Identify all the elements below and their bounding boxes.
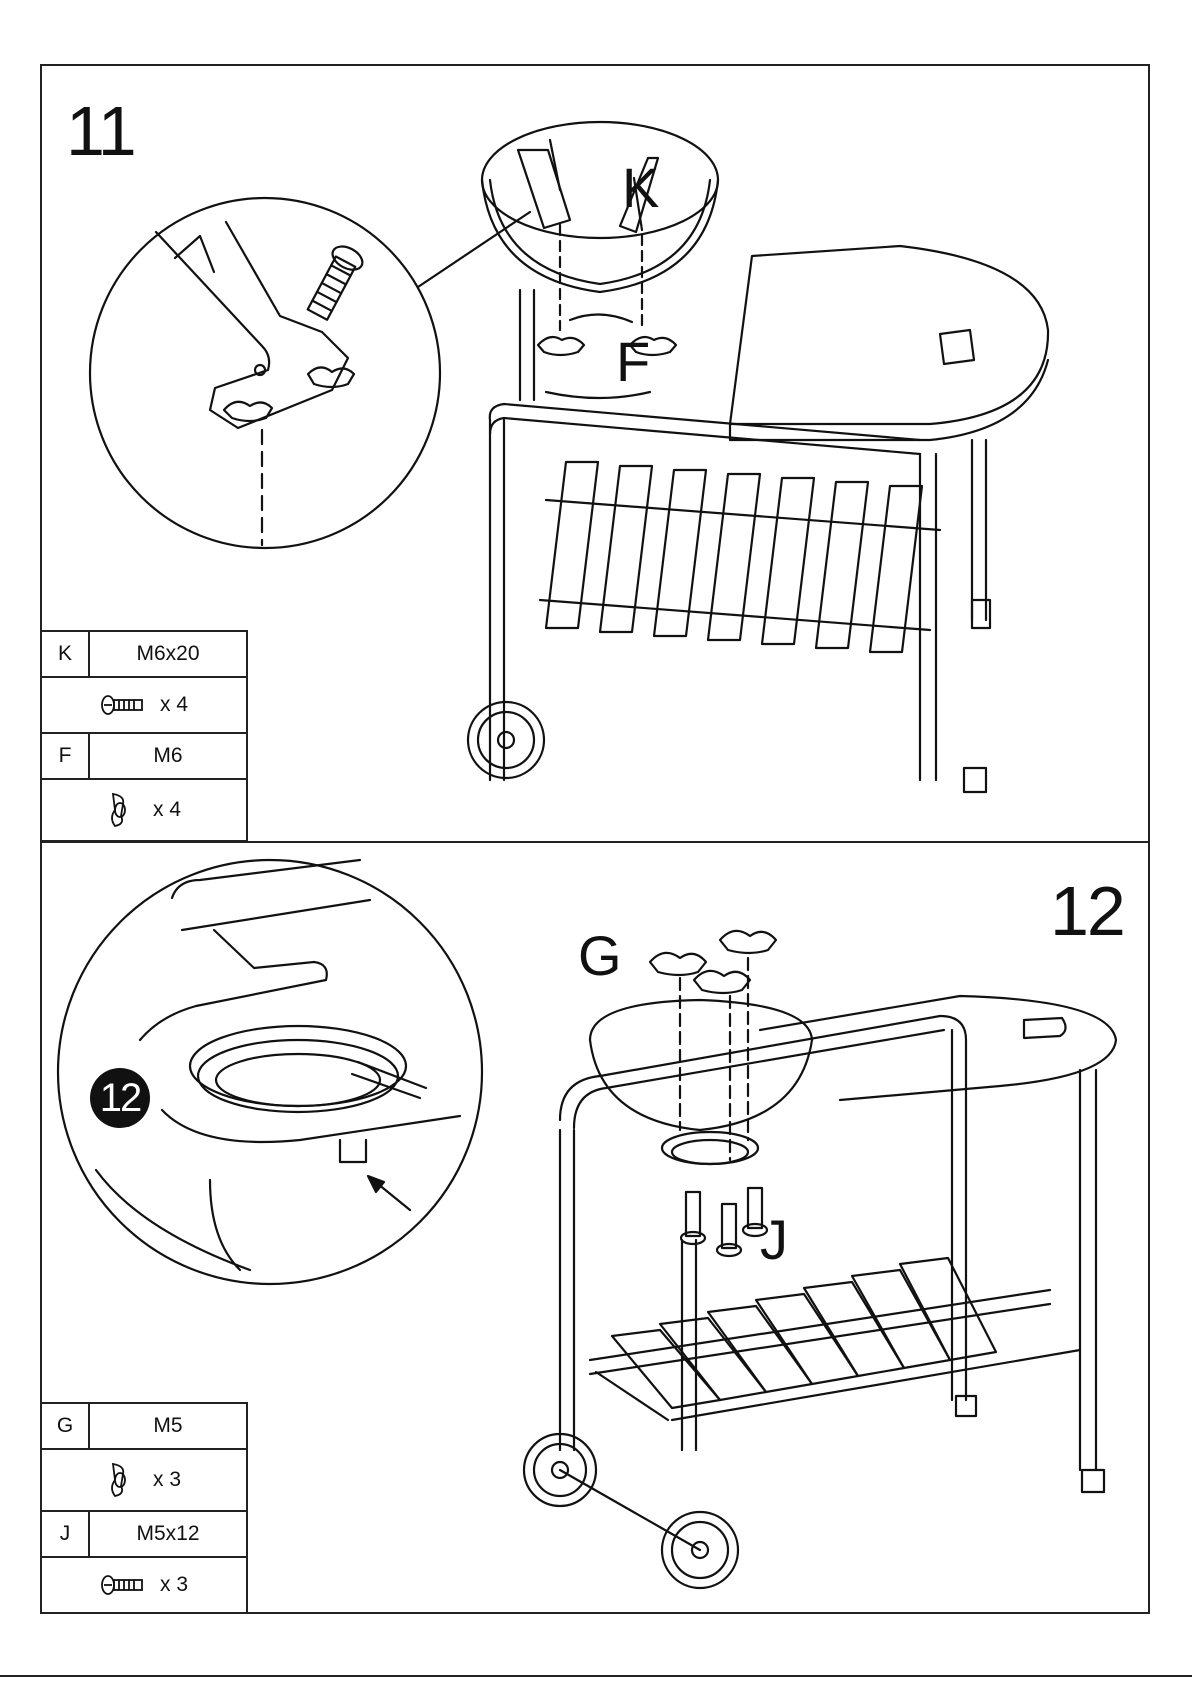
screw-icon	[100, 694, 146, 716]
step-number-12: 12	[1050, 876, 1124, 946]
step11-grill-drawing	[468, 122, 1048, 792]
step-number-11: 11	[66, 96, 135, 166]
part-qty-row: x 3	[40, 1556, 248, 1614]
part-size: M5x12	[88, 1510, 248, 1558]
part-letter: K	[40, 630, 90, 678]
part-qty-row: x 4	[40, 676, 248, 734]
callout-F: F	[616, 334, 650, 390]
callout-K: K	[622, 160, 659, 216]
part-qty-row: x 4	[40, 778, 248, 842]
part-qty-row: x 3	[40, 1448, 248, 1512]
wing-nut-icon	[107, 1460, 133, 1500]
part-qty: x 3	[160, 1573, 188, 1597]
step12-shelf-slats	[612, 1258, 996, 1408]
part-size: M6	[88, 732, 248, 780]
step12-grill-drawing	[524, 931, 1116, 1588]
step11-detail-zoom	[90, 198, 530, 548]
step-badge-12: 12	[90, 1068, 150, 1128]
footer-rule	[0, 1675, 1192, 1677]
part-qty: x 4	[160, 693, 188, 717]
screw-icon	[100, 1574, 146, 1596]
part-size: M5	[88, 1402, 248, 1450]
part-letter: J	[40, 1510, 90, 1558]
step11-shelf-slats	[540, 462, 940, 652]
callout-J: J	[760, 1212, 788, 1268]
part-letter: F	[40, 732, 90, 780]
part-letter: G	[40, 1402, 90, 1450]
part-qty: x 3	[153, 1468, 181, 1492]
wing-nut-icon	[107, 790, 133, 830]
callout-G: G	[578, 928, 622, 984]
part-qty: x 4	[153, 798, 181, 822]
part-size: M6x20	[88, 630, 248, 678]
